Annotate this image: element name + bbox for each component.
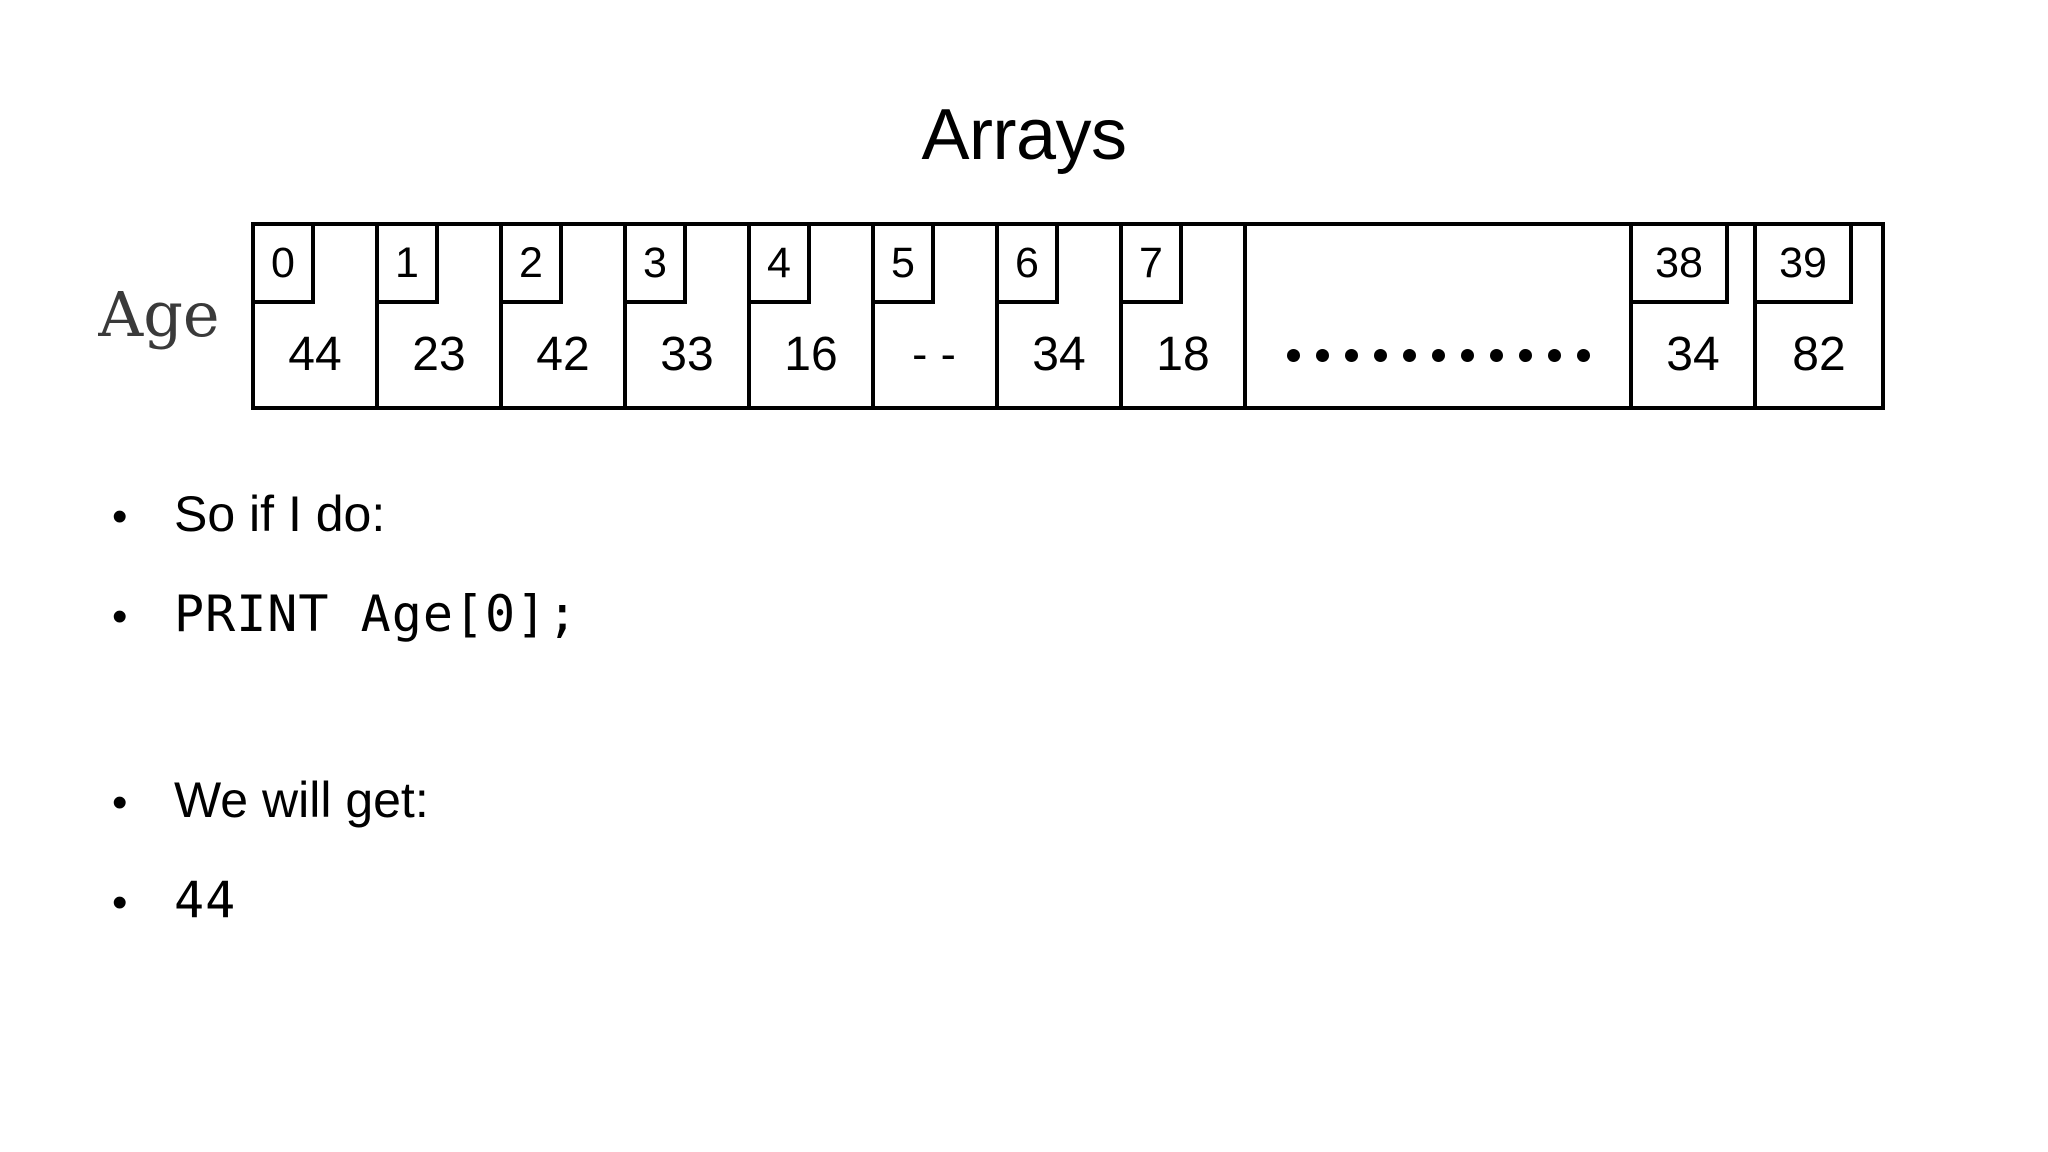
- array-cell-index: 4: [751, 226, 811, 304]
- array-cell-value: 34: [1032, 328, 1086, 381]
- ellipsis-dot: [1344, 348, 1358, 362]
- array-cell-value: 44: [288, 328, 342, 381]
- array-cell-value: 42: [536, 328, 590, 381]
- bullet-item: • 44: [112, 874, 1612, 944]
- array-cell-value: --: [906, 329, 964, 380]
- array-cell-index: 6: [999, 226, 1059, 304]
- ellipsis-dot: [1315, 348, 1329, 362]
- array-cell-index: 7: [1123, 226, 1183, 304]
- array-cell-value: 18: [1156, 328, 1210, 381]
- ellipsis-dot: [1576, 348, 1590, 362]
- array-name-label: Age: [98, 278, 220, 351]
- bullet-text: So if I do:: [174, 486, 386, 542]
- ellipsis-dot: [1489, 348, 1503, 362]
- array-cell-ellipsis: [1247, 226, 1633, 406]
- array-cell[interactable]: 5 --: [875, 226, 999, 406]
- bullet-list: •So if I do:•PRINT Age[0];•We will get:•…: [112, 488, 1612, 974]
- bullet-text: We will get:: [174, 772, 429, 828]
- bullet-item: • So if I do:: [112, 488, 1612, 558]
- bullet-text: 44: [174, 871, 237, 929]
- page-title: Arrays: [921, 95, 1127, 175]
- array-cell-value: 16: [784, 328, 838, 381]
- bullet-item: • PRINT Age[0];: [112, 588, 1612, 658]
- bullet-item: • We will get:: [112, 774, 1612, 844]
- array-cell-index: 2: [503, 226, 563, 304]
- ellipsis-dots: [1247, 304, 1629, 406]
- ellipsis-dot: [1547, 348, 1561, 362]
- bullet-marker-icon: •: [112, 592, 128, 641]
- array-cell-index: 5: [875, 226, 935, 304]
- bullet-marker-icon: •: [112, 878, 128, 927]
- bullet-marker-icon: •: [112, 492, 128, 541]
- array-cell-value: 33: [660, 328, 714, 381]
- array-cell-index: 3: [627, 226, 687, 304]
- array-cell-value: 82: [1792, 328, 1846, 381]
- ellipsis-dot: [1373, 348, 1387, 362]
- array-cell-index: 39: [1757, 226, 1853, 304]
- array-cell-value: 34: [1666, 328, 1720, 381]
- bullet-spacer: [112, 688, 1612, 774]
- ellipsis-dot: [1402, 348, 1416, 362]
- ellipsis-dot: [1460, 348, 1474, 362]
- array-cell-value: 23: [412, 328, 466, 381]
- bullet-text: PRINT Age[0];: [174, 585, 579, 643]
- ellipsis-dot: [1286, 348, 1300, 362]
- ellipsis-dot: [1431, 348, 1445, 362]
- array-cell-index: 38: [1633, 226, 1729, 304]
- ellipsis-dot: [1518, 348, 1532, 362]
- array-cell-index: 0: [255, 226, 315, 304]
- array-cell-index: 1: [379, 226, 439, 304]
- bullet-marker-icon: •: [112, 778, 128, 827]
